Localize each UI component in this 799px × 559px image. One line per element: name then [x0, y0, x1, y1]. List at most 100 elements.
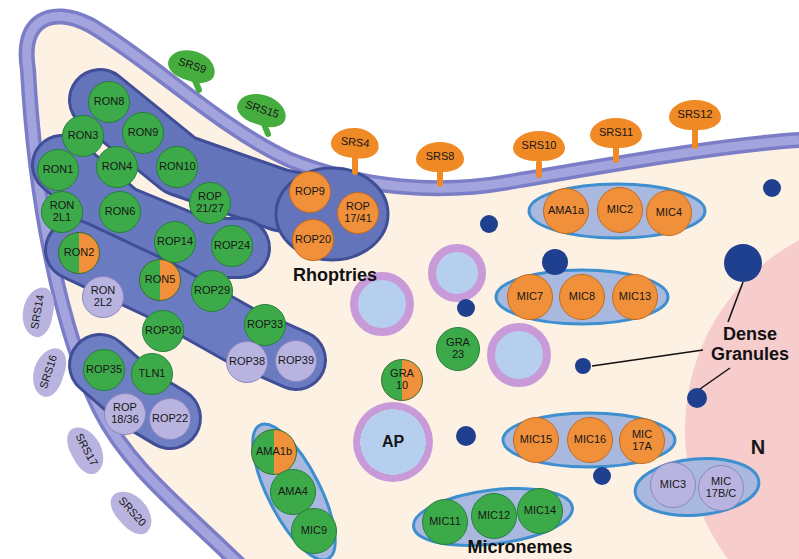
surface-antigen: SRS12	[669, 100, 721, 130]
node-text: RON8	[94, 96, 125, 108]
node-text: AMA1b	[256, 446, 292, 458]
node-text: MIC11	[429, 516, 461, 528]
protein-circle: MIC8	[559, 274, 605, 320]
node-text: RON5	[145, 274, 176, 286]
protein-circle: ROP38	[226, 341, 268, 383]
protein-circle: ROP39	[275, 340, 317, 382]
node-text: RON 2L2	[85, 285, 121, 308]
protein-circle: MIC11	[422, 499, 468, 545]
surface-antigen: SRS11	[590, 118, 642, 148]
apicoplast: AP	[353, 402, 433, 482]
node-text: RON6	[105, 206, 136, 218]
node-text: ROP14	[157, 236, 193, 248]
node-text: ROP39	[278, 355, 314, 367]
surface-antigen: SRS20	[104, 483, 160, 540]
node-text: RON10	[159, 161, 195, 173]
node-text: SRS4	[340, 136, 370, 150]
protein-circle: GRA 10	[381, 359, 423, 401]
protein-circle: ROP 17/41	[337, 192, 379, 234]
protein-circle: RON4	[96, 146, 138, 188]
rhoptries	[62, 100, 388, 418]
node-text: MIC 17A	[622, 429, 662, 452]
node-text: MIC3	[660, 479, 686, 491]
node-text: RON2	[64, 247, 95, 259]
node-text: AP	[382, 434, 404, 451]
surface-antigen: SRS4	[330, 126, 381, 161]
surface-antigen: SRS16	[27, 344, 71, 401]
protein-circle: RON10	[156, 146, 198, 188]
node-text: RON3	[68, 130, 99, 142]
node-text: RON1	[43, 164, 74, 176]
node-text: ROP 18/36	[107, 402, 143, 425]
node-text: ROP30	[145, 325, 181, 337]
organelle-label: Rhoptries	[275, 266, 395, 286]
node-text: RON4	[102, 161, 133, 173]
surface-antigen: SRS8	[416, 142, 464, 172]
node-text: RON 2L1	[44, 200, 80, 223]
node-text: MIC16	[574, 434, 606, 446]
node-text: MIC9	[301, 525, 327, 537]
node-text: MIC 17B/C	[701, 476, 741, 499]
node-text: MIC12	[478, 510, 510, 522]
node-text: MIC2	[607, 204, 633, 216]
protein-circle: RON5	[139, 259, 181, 301]
protein-circle: MIC13	[612, 274, 658, 320]
protein-circle: RON8	[88, 81, 130, 123]
protein-circle: MIC9	[291, 508, 337, 554]
node-text: GRA 23	[439, 337, 477, 360]
protein-circle: MIC3	[650, 462, 696, 508]
node-text: SRS9	[177, 56, 208, 76]
surface-antigen: SRS14	[19, 285, 57, 339]
node-text: MIC8	[569, 291, 595, 303]
node-text: TLN1	[139, 368, 166, 380]
node-text: ROP22	[152, 413, 188, 425]
protein-circle: MIC14	[517, 488, 563, 534]
node-text: ROP 17/41	[340, 201, 376, 224]
antigen-stems	[194, 78, 695, 184]
node-text: SRS15	[244, 99, 281, 121]
protein-circle: AMA1a	[543, 188, 589, 234]
node-text: SRS12	[678, 109, 713, 121]
micronemes	[237, 184, 761, 559]
node-text: SRS20	[116, 495, 148, 529]
node-text: SRS16	[38, 354, 60, 391]
protein-circle: ROP20	[292, 219, 334, 261]
protein-circle: TLN1	[131, 353, 173, 395]
node-text: RON9	[128, 127, 159, 139]
cell-membrane-inner	[27, 16, 799, 559]
protein-circle: GRA 23	[436, 327, 480, 371]
protein-circle: ROP22	[149, 398, 191, 440]
protein-circle: MIC16	[567, 417, 613, 463]
node-text: ROP24	[214, 240, 250, 252]
node-text: ROP9	[295, 186, 325, 198]
protein-circle: RON6	[99, 191, 141, 233]
protein-circle: ROP29	[191, 270, 233, 312]
node-text: ROP20	[295, 234, 331, 246]
node-text: N	[751, 437, 765, 458]
node-text: MIC13	[619, 291, 651, 303]
surface-antigen: SRS10	[513, 131, 565, 161]
protein-circle: ROP24	[211, 225, 253, 267]
protein-circle: RON3	[62, 115, 104, 157]
cell-membrane	[27, 16, 799, 559]
protein-circle: RON 2L2	[82, 276, 124, 318]
protein-circle: ROP 21/27	[189, 182, 231, 224]
organelle-label: Micronemes	[455, 538, 585, 558]
node-text: ROP29	[194, 285, 230, 297]
protein-circle: MIC 17A	[619, 418, 665, 464]
protein-circle: RON2	[58, 232, 100, 274]
protein-circle: ROP 18/36	[104, 393, 146, 435]
node-text: SRS11	[599, 127, 633, 139]
protein-circle: ROP9	[289, 171, 331, 213]
node-text: MIC7	[517, 291, 543, 303]
protein-circle: ROP30	[142, 310, 184, 352]
node-text: ROP33	[247, 319, 283, 331]
protein-circle: MIC12	[471, 493, 517, 539]
protein-circle: MIC 17B/C	[698, 465, 744, 511]
node-text: SRS17	[73, 432, 100, 468]
protein-circle: ROP14	[154, 221, 196, 263]
node-text: SRS14	[29, 294, 46, 330]
protein-circle: RON9	[122, 112, 164, 154]
protein-circle: ROP35	[83, 349, 125, 391]
